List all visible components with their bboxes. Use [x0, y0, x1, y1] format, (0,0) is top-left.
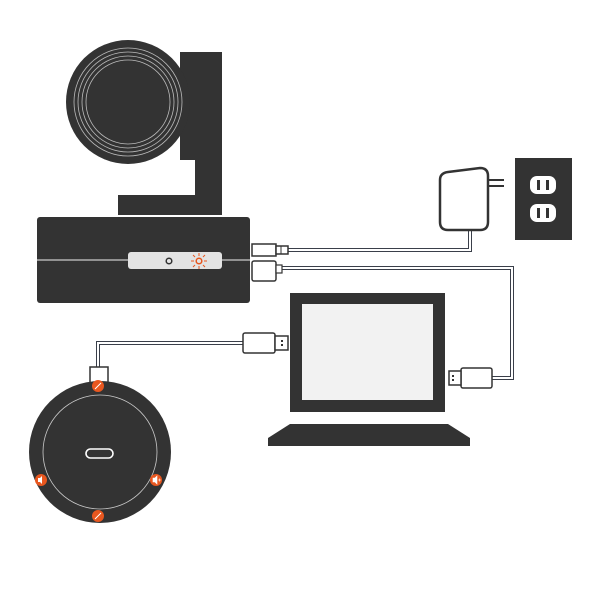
power-cable [288, 228, 472, 252]
laptop-keyboard-base [268, 424, 470, 446]
power-adapter [438, 166, 504, 232]
camera-usb-plug [251, 260, 283, 282]
mute-button-bottom[interactable] [92, 510, 104, 522]
indicator-dot [165, 257, 173, 265]
speakerphone [29, 366, 171, 523]
camera-arm [118, 52, 222, 215]
volume-down-button[interactable] [35, 474, 47, 486]
camera [37, 40, 289, 303]
audio-jack-plug [251, 243, 289, 257]
laptop [268, 293, 470, 446]
wall-outlet [515, 158, 572, 240]
mute-button-top[interactable] [92, 380, 104, 392]
speaker-usb-cable [96, 341, 243, 370]
speaker-usb-plug [242, 332, 289, 354]
camera-lens [66, 40, 190, 164]
status-light-icon [191, 253, 207, 269]
laptop-usb-plug [448, 367, 493, 389]
usb-c-port [85, 448, 114, 459]
camera-status-panel [128, 252, 222, 269]
volume-up-button[interactable] [150, 474, 162, 486]
camera-usb-cable [282, 266, 514, 380]
